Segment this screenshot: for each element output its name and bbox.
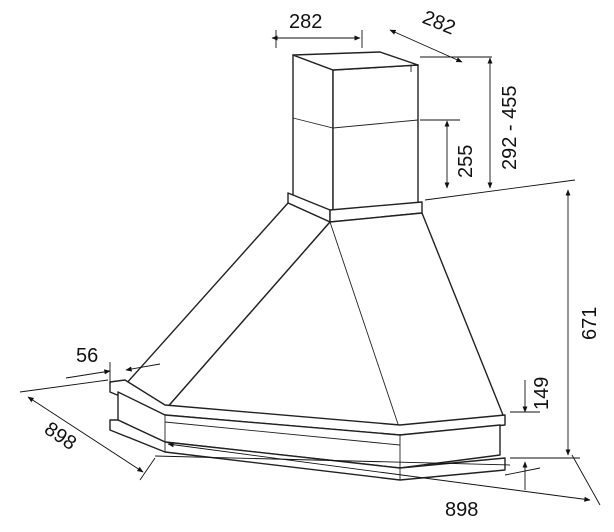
label-chimney-width: 282	[289, 11, 322, 33]
canopy-edge	[329, 221, 401, 431]
chimney-left-face	[292, 54, 334, 216]
label-chimney-depth: 282	[419, 7, 458, 40]
dim-molding-line	[65, 369, 111, 379]
dim-molding-line	[125, 363, 161, 372]
label-molding-width: 56	[76, 345, 98, 367]
label-chimney-inner-height: 255	[455, 145, 477, 178]
label-bottom-width: 898	[445, 499, 478, 521]
dim-ext	[571, 454, 601, 506]
label-hood-height: 671	[579, 307, 601, 340]
dim-bottom-width-line	[167, 442, 591, 502]
canopy	[124, 202, 506, 431]
dim-left-width-line	[27, 396, 144, 473]
frame-inner-line	[164, 421, 401, 446]
dim-ext	[19, 379, 109, 393]
label-frame-height: 149	[531, 377, 553, 410]
label-chimney-height-range: 292 - 455	[499, 85, 521, 170]
chimney-top-face	[292, 51, 419, 71]
dim-ext	[139, 457, 156, 481]
dim-ext	[504, 467, 541, 476]
dim-ext	[424, 179, 576, 201]
chimney-right-face	[332, 64, 419, 216]
label-left-width: 898	[40, 418, 80, 455]
dimension-lines	[19, 29, 601, 506]
chimney-telescopic-joint	[292, 117, 419, 129]
chimney	[292, 51, 419, 216]
